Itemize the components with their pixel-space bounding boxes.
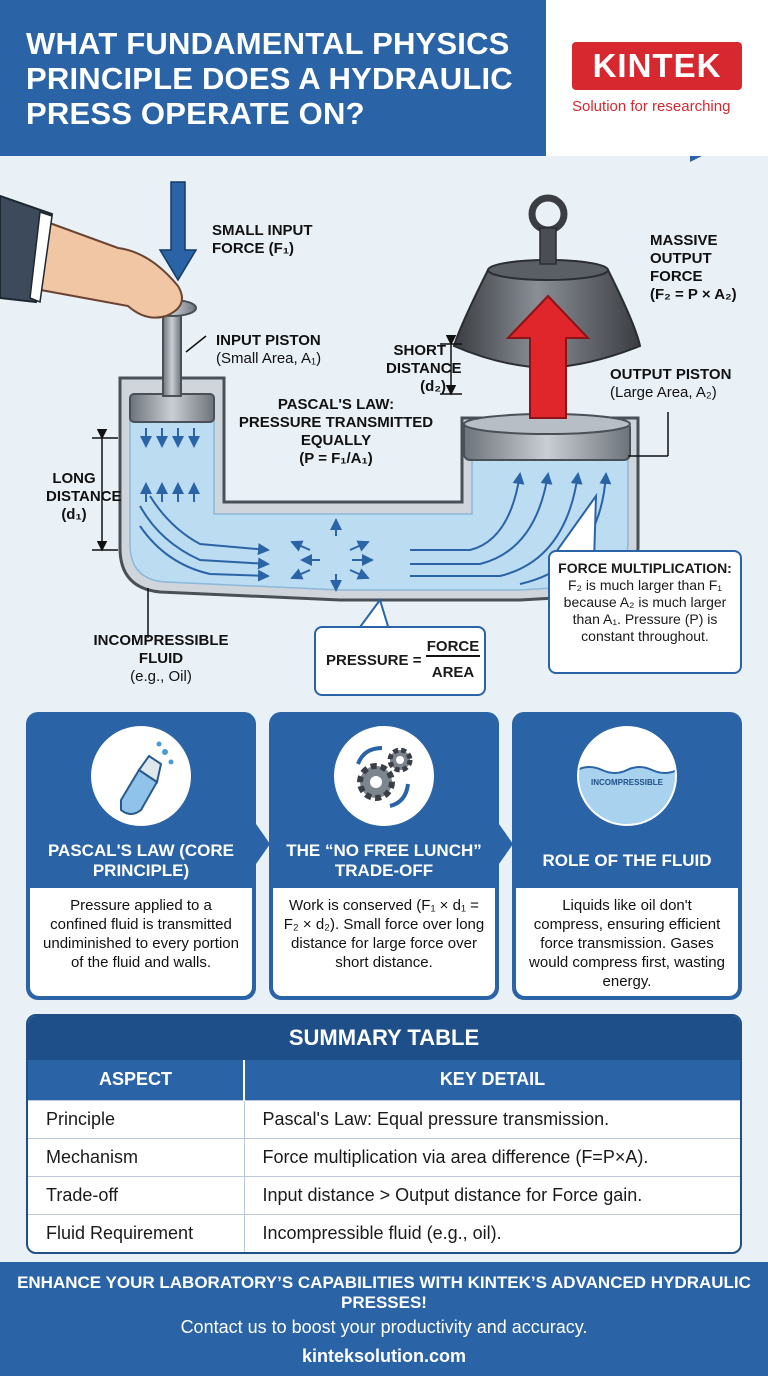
fluid-sub: (e.g., Oil) [130, 668, 192, 685]
column-header: KEY DETAIL [244, 1060, 740, 1100]
table-row: Fluid Requirement Incompressible fluid (… [28, 1213, 740, 1252]
input-piston-head [129, 393, 215, 423]
table-row: Mechanism Force multiplication via area … [28, 1137, 740, 1176]
table-cell: Fluid Requirement [28, 1213, 245, 1252]
table-cell: Principle [28, 1099, 245, 1138]
fluid-title: INCOMPRESSIBLE FLUID [93, 632, 229, 667]
header: WHAT FUNDAMENTAL PHYSICS PRINCIPLE DOES … [0, 0, 768, 156]
summary-title: SUMMARY TABLE [28, 1016, 740, 1060]
input-force-arrow [158, 181, 198, 282]
table-cell: Mechanism [28, 1137, 245, 1176]
page-title: WHAT FUNDAMENTAL PHYSICS PRINCIPLE DOES … [26, 26, 513, 131]
table-row: Principle Pascal's Law: Equal pressure t… [28, 1099, 740, 1138]
pressure-numerator: FORCE [426, 638, 480, 657]
chevron-right-icon [499, 824, 513, 864]
table-header-row: ASPECT KEY DETAIL [28, 1060, 740, 1100]
table-cell: Trade-off [28, 1175, 245, 1214]
footer-url-link[interactable]: kinteksolution.com [301, 1346, 467, 1366]
card-title: ROLE OF THE FLUID [542, 851, 712, 870]
fluid-bottle-icon [91, 726, 191, 826]
chevron-right-icon [256, 824, 270, 864]
output-force-title: MASSIVE OUTPUT FORCE [650, 232, 718, 285]
pressure-formula-callout: PRESSURE = FORCE AREA [314, 626, 486, 696]
hand [28, 216, 183, 319]
card-role-of-fluid: INCOMPRESSIBLE ROLE OF THE FLUID Liquids… [512, 712, 742, 1000]
table-row: Trade-off Input distance > Output distan… [28, 1175, 740, 1214]
input-force-label: SMALL INPUT FORCE (F₁) [212, 222, 313, 257]
input-piston-rod [162, 307, 182, 397]
pascal-law-label: PASCAL'S LAW: PRESSURE TRANSMITTED EQUAL… [238, 396, 434, 468]
hydraulic-press-diagram: SMALL INPUT FORCE (F₁) INPUT PISTON (Sma… [0, 156, 768, 704]
short-distance-label: SHORT DISTANCE (d₂) [386, 342, 462, 395]
hydraulic-press-illustration [0, 181, 669, 647]
input-piston-title: INPUT PISTON [216, 332, 321, 349]
incompressible-tag: INCOMPRESSIBLE [590, 778, 663, 787]
card-title: PASCAL'S LAW (CORE PRINCIPLE) [47, 841, 234, 880]
input-piston-label: INPUT PISTON (Small Area, A₁) [216, 332, 376, 368]
card-no-free-lunch: THE “NO FREE LUNCH” TRADE-OFF Work is co… [269, 712, 499, 1000]
header-banner [0, 0, 546, 156]
card-body: Pressure applied to a confined fluid is … [30, 888, 252, 996]
card-body: Work is conserved (F₁ × d₁ = F₂ × d₂). S… [273, 888, 495, 996]
table-cell: Input distance > Output distance for For… [244, 1175, 740, 1214]
pascal-law-formula: (P = F₁/A₁) [299, 450, 373, 467]
table-cell: Force multiplication via area difference… [244, 1137, 740, 1176]
output-piston-sub: (Large Area, A₂) [610, 384, 717, 401]
output-force-formula: (F₂ = P × A₂) [650, 286, 737, 303]
gears-icon [334, 726, 434, 826]
summary-table: SUMMARY TABLE ASPECT KEY DETAIL Principl… [26, 1014, 742, 1254]
fluid-label: INCOMPRESSIBLE FLUID (e.g., Oil) [86, 632, 236, 686]
logo-tagline: Solution for researching [572, 98, 731, 115]
output-force-arrow [505, 294, 591, 419]
force-multiplication-title: FORCE MULTIPLICATION: [558, 560, 732, 576]
card-pascals-law: PASCAL'S LAW (CORE PRINCIPLE) Pressure a… [26, 712, 256, 1000]
table-cell: Incompressible fluid (e.g., oil). [244, 1213, 740, 1252]
footer-banner: ENHANCE YOUR LABORATORY’S CAPABILITIES W… [0, 1262, 768, 1376]
card-body: Liquids like oil don't compress, ensurin… [516, 888, 738, 996]
pressure-label: PRESSURE = [326, 652, 422, 669]
footer-headline: ENHANCE YOUR LABORATORY’S CAPABILITIES W… [17, 1273, 751, 1312]
footer-subline: Contact us to boost your productivity an… [180, 1317, 588, 1337]
fluid-wave-icon: INCOMPRESSIBLE [577, 726, 677, 826]
pressure-denominator: AREA [431, 664, 475, 681]
card-title: THE “NO FREE LUNCH” TRADE-OFF [286, 841, 482, 880]
summary-grid: ASPECT KEY DETAIL Principle Pascal's Law… [28, 1060, 740, 1252]
pascal-law-title: PASCAL'S LAW: PRESSURE TRANSMITTED EQUAL… [238, 396, 434, 449]
force-multiplication-callout: FORCE MULTIPLICATION: F₂ is much larger … [548, 550, 742, 674]
output-piston-title: OUTPUT PISTON [610, 366, 732, 383]
kintek-logo[interactable]: KINTEK [572, 42, 742, 90]
column-header: ASPECT [28, 1060, 245, 1100]
table-cell: Pascal's Law: Equal pressure transmissio… [244, 1099, 740, 1138]
output-piston-label: OUTPUT PISTON (Large Area, A₂) [610, 366, 760, 402]
input-piston-sub: (Small Area, A₁) [216, 350, 322, 367]
long-distance-label: LONG DISTANCE (d₁) [46, 470, 122, 523]
force-multiplication-body: F₂ is much larger than F₁ because A₂ is … [563, 577, 727, 644]
output-force-label: MASSIVE OUTPUT FORCE (F₂ = P × A₂) [650, 232, 760, 304]
